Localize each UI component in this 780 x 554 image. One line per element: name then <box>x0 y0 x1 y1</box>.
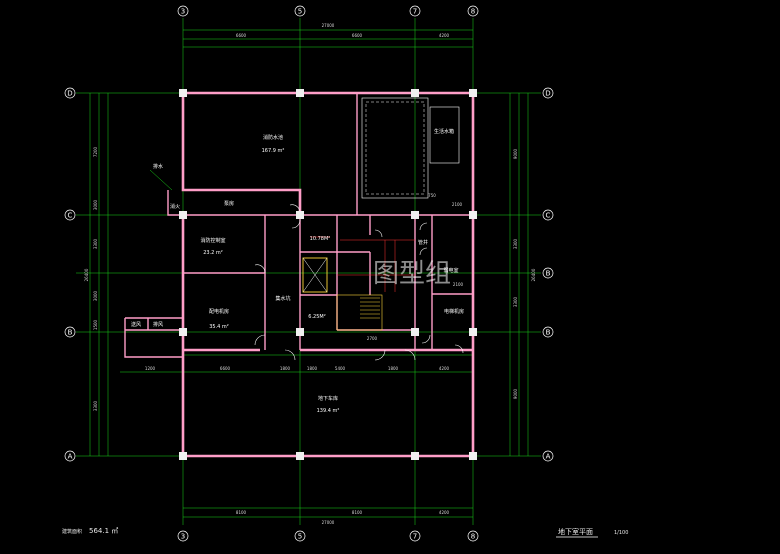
dim-left-6: 3300 <box>93 400 98 411</box>
dim-left-3: 3300 <box>93 238 98 249</box>
dim-top-3: 4200 <box>439 33 450 38</box>
room-garage-label: 地下车库 <box>318 395 338 402</box>
axis-bubble-bottom-7: 7 <box>409 530 421 542</box>
room-domestic-tank-label: 生活水箱 <box>434 128 454 135</box>
axis-bubble-right-D: D <box>542 87 554 99</box>
axis-bubble-left-B: B <box>64 326 76 338</box>
svg-text:A: A <box>546 453 551 461</box>
dim-row-4: 1800 <box>307 366 318 371</box>
dim-right-4: 9000 <box>513 388 518 399</box>
svg-text:7: 7 <box>413 533 417 541</box>
room-fire-pool-label: 消防水池 <box>263 134 283 141</box>
structural-columns <box>179 89 477 460</box>
watermark-text: 图型组 <box>373 259 451 289</box>
stairwell <box>302 257 383 331</box>
svg-text:3: 3 <box>181 8 185 16</box>
dim-row-5: 5400 <box>335 366 346 371</box>
axis-bubble-right-B: B <box>542 326 554 338</box>
room-elevator-machine: 电梯机房 <box>444 308 464 315</box>
dim-row-3: 1800 <box>280 366 291 371</box>
svg-text:D: D <box>67 90 72 98</box>
annotation-drain: 排水 <box>153 163 163 170</box>
red-section-lines <box>310 236 415 292</box>
dim-left-4: 3000 <box>93 290 98 301</box>
dim-bottom-total: 27000 <box>322 520 335 525</box>
dim-bottom-2: 8100 <box>352 510 363 515</box>
dim-bottom-1: 8100 <box>236 510 247 515</box>
room-garage-area: 139.4 m² <box>317 408 340 414</box>
svg-text:5: 5 <box>298 533 302 541</box>
dim-misc-4: 2100 <box>453 282 464 287</box>
dim-misc-3: 2100 <box>452 202 463 207</box>
room-pump-label: 泵房 <box>224 200 234 207</box>
footer-area-value: 564.1 ㎡ <box>89 527 118 535</box>
dim-bottom-3: 4200 <box>439 510 450 515</box>
axis-bubble-top-7: 7 <box>409 5 421 17</box>
svg-text:5: 5 <box>298 8 302 16</box>
axis-bubble-bottom-5: 5 <box>294 530 306 542</box>
dim-row-2: 6600 <box>220 366 231 371</box>
footer-area-label: 建筑面积 <box>62 528 82 535</box>
svg-text:8: 8 <box>471 533 475 541</box>
axis-bubble-top-5: 5 <box>294 5 306 17</box>
annotation-sump: 集水坑 <box>275 295 290 302</box>
svg-text:D: D <box>545 90 550 98</box>
room-area-2: 6.25M² <box>308 314 325 320</box>
room-shaft: 管井 <box>418 239 428 246</box>
domestic-water-tank <box>361 97 460 199</box>
svg-text:C: C <box>68 212 73 220</box>
room-fire-control-label: 消防控制室 <box>200 237 225 244</box>
dim-top-total: 27000 <box>322 23 335 28</box>
svg-text:B: B <box>68 329 73 337</box>
axis-bubble-top-3: 3 <box>177 5 189 17</box>
axis-bubble-top-8: 8 <box>467 5 479 17</box>
svg-text:3: 3 <box>181 533 185 541</box>
axis-bubble-right-mid: B <box>542 267 554 279</box>
dim-row-7: 4200 <box>439 366 450 371</box>
dim-right-2: 3300 <box>513 238 518 249</box>
axis-bubble-bottom-3: 3 <box>177 530 189 542</box>
dim-right-1: 9000 <box>513 148 518 159</box>
dim-misc-2: 750 <box>428 193 436 198</box>
room-power-area: 35.4 m² <box>209 324 229 330</box>
dim-right-3: 3300 <box>513 296 518 307</box>
axis-bubble-bottom-8: 8 <box>467 530 479 542</box>
footer-scale: 1/100 <box>614 530 628 536</box>
room-area-1: 10.78M² <box>310 236 331 242</box>
dim-row-6: 1800 <box>388 366 399 371</box>
dim-left-5: 1500 <box>93 319 98 330</box>
room-weak-current: 弱电室 <box>443 267 458 274</box>
dim-left-2: 3000 <box>93 199 98 210</box>
door-swings <box>254 204 464 361</box>
axis-bubble-left-C: C <box>64 209 76 221</box>
svg-text:7: 7 <box>413 8 417 16</box>
axis-bubble-right-C: C <box>542 209 554 221</box>
room-fire-pool-area: 167.9 m² <box>262 148 285 154</box>
dim-top-1: 6600 <box>236 33 247 38</box>
dim-misc-1: 2700 <box>367 336 378 341</box>
room-power-label: 配电机房 <box>209 308 229 315</box>
svg-text:B: B <box>546 329 551 337</box>
dim-left-total: 26400 <box>84 268 89 281</box>
axis-bubble-right-A: A <box>542 450 554 462</box>
room-pump-small-label: 消火 <box>170 203 180 210</box>
svg-text:A: A <box>68 453 73 461</box>
axis-bubble-left-A: A <box>64 450 76 462</box>
axis-bubble-left-D: D <box>64 87 76 99</box>
svg-text:8: 8 <box>471 8 475 16</box>
svg-text:B: B <box>546 270 551 278</box>
room-duct-2: 排风 <box>153 321 163 328</box>
footer-sheet-title: 地下室平面 <box>558 527 593 536</box>
room-fire-control-area: 23.2 m² <box>203 250 223 256</box>
dim-row-1: 1200 <box>145 366 156 371</box>
dim-right-total: 26400 <box>531 268 536 281</box>
dim-top-2: 6600 <box>352 33 363 38</box>
dim-left-1: 7200 <box>93 146 98 157</box>
svg-text:C: C <box>546 212 551 220</box>
room-duct-1: 送风 <box>131 321 141 328</box>
